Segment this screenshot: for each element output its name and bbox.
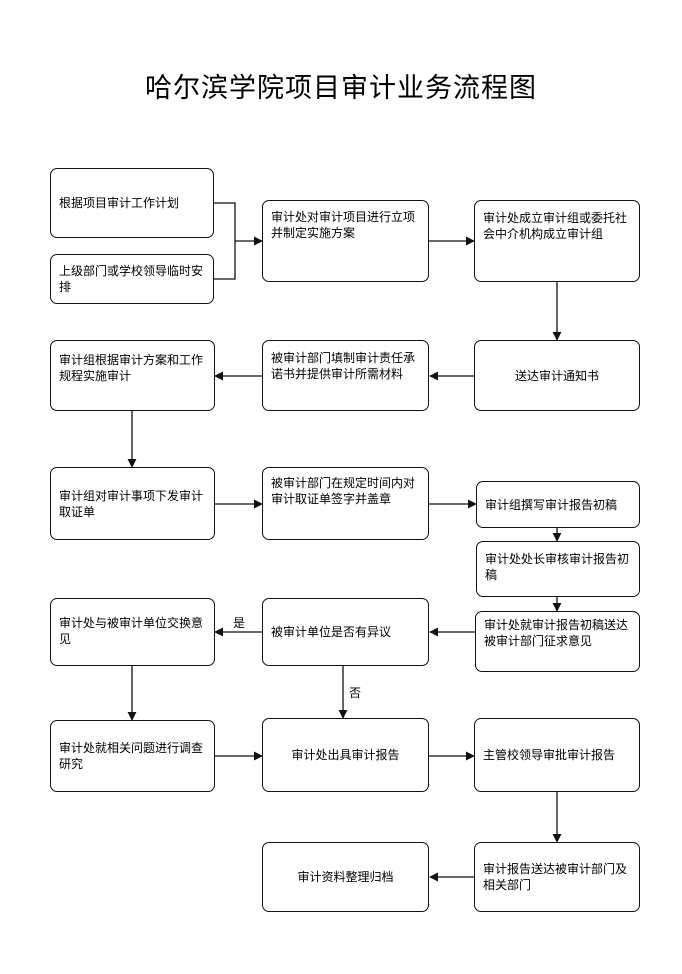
edge-label-no: 否 bbox=[349, 686, 362, 700]
node-exchange-opinion: 审计处与被审计单位交换意见 bbox=[50, 598, 215, 666]
node-issue-report: 审计处出具审计报告 bbox=[262, 718, 429, 792]
node-archive: 审计资料整理归档 bbox=[262, 842, 429, 912]
page-title: 哈尔滨学院项目审计业务流程图 bbox=[145, 73, 537, 104]
node-form-audit-team: 审计处成立审计组或委托社会中介机构成立审计组 bbox=[474, 200, 640, 282]
node-implement-audit: 审计组根据审计方案和工作规程实施审计 bbox=[50, 340, 215, 411]
edge-label-yes: 是 bbox=[233, 616, 246, 630]
node-director-review: 审计处处长审核审计报告初稿 bbox=[476, 541, 640, 597]
node-draft-report: 审计组撰写审计报告初稿 bbox=[476, 481, 640, 528]
node-deliver-report: 审计报告送达被审计部门及相关部门 bbox=[474, 842, 640, 912]
node-commitment-letter: 被审计部门填制审计责任承诺书并提供审计所需材料 bbox=[262, 340, 429, 411]
node-temporary-arrangement: 上级部门或学校领导临时安排 bbox=[50, 254, 214, 304]
node-leader-approval: 主管校领导审批审计报告 bbox=[474, 718, 640, 792]
edge-n1-merge bbox=[214, 202, 236, 280]
node-investigation: 审计处就相关问题进行调查研究 bbox=[50, 720, 215, 792]
node-audit-plan: 根据项目审计工作计划 bbox=[50, 168, 214, 238]
node-project-initiation: 审计处对审计项目进行立项并制定实施方案 bbox=[262, 200, 429, 282]
node-deliver-notice: 送达审计通知书 bbox=[474, 340, 640, 411]
node-evidence-form: 审计组对审计事项下发审计取证单 bbox=[50, 467, 215, 540]
node-sign-evidence: 被审计部门在规定时间内对审计取证单签字并盖章 bbox=[262, 467, 429, 540]
node-solicit-opinion: 审计处就审计报告初稿送达被审计部门征求意见 bbox=[475, 611, 640, 672]
node-objection-decision: 被审计单位是否有异议 bbox=[262, 598, 429, 666]
